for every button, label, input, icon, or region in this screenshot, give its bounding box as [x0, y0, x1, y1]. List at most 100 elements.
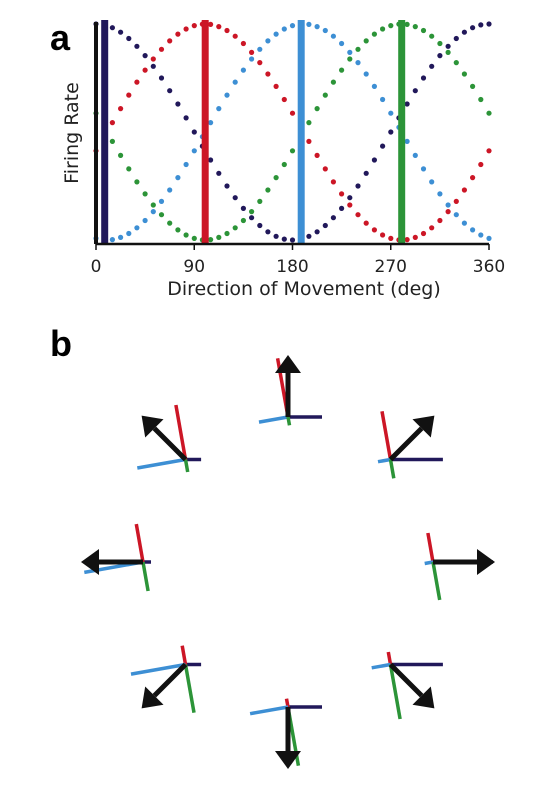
contribution-red	[174, 404, 188, 460]
curve-point	[437, 191, 443, 197]
curve-point	[453, 60, 459, 66]
contribution-blue	[371, 662, 391, 670]
curve-point	[453, 212, 459, 218]
curve-point	[257, 222, 263, 229]
curve-point	[420, 75, 427, 81]
curve-point	[445, 209, 451, 215]
curve-point	[158, 212, 165, 218]
curve-point	[191, 235, 197, 241]
curve-point	[118, 29, 124, 35]
curve-point	[175, 227, 181, 233]
curve-point	[175, 175, 181, 181]
curve-point	[388, 129, 394, 135]
curve-point	[371, 31, 377, 37]
curve-point	[142, 191, 148, 197]
curve-point	[257, 46, 263, 52]
population-vector-45	[377, 410, 443, 479]
curve-point	[281, 96, 287, 103]
curve-point	[150, 56, 156, 62]
curve-point	[478, 96, 484, 103]
curve-point	[478, 232, 484, 238]
curve-point	[150, 63, 156, 69]
curve-point	[420, 166, 427, 172]
population-vector-270	[249, 698, 322, 769]
curve-point	[126, 35, 132, 42]
curve-point	[273, 175, 279, 181]
curve-point	[216, 234, 222, 240]
curve-point	[158, 46, 165, 52]
curve-point	[355, 183, 361, 189]
curve-point	[314, 24, 320, 30]
curve-point	[371, 83, 377, 89]
curve-point	[412, 88, 418, 94]
curve-point	[191, 23, 197, 29]
panel-b-label: b	[50, 323, 72, 364]
curve-point	[380, 143, 386, 149]
curve-point	[461, 187, 467, 193]
x-tick-label: 90	[183, 257, 205, 277]
x-tick-label: 270	[375, 257, 407, 277]
curve-point	[265, 229, 271, 235]
curve-point	[363, 220, 369, 226]
curve-point	[347, 49, 353, 56]
curve-point	[208, 237, 214, 243]
contribution-red	[426, 532, 435, 563]
curve-point	[355, 60, 361, 66]
tuning-curves	[93, 21, 492, 243]
curve-point	[363, 38, 369, 44]
curve-point	[470, 25, 476, 31]
curve-point	[249, 215, 255, 221]
curve-point	[363, 170, 369, 176]
curve-point	[134, 179, 140, 185]
panel-a-label: a	[50, 17, 71, 58]
curve-point	[109, 120, 115, 126]
population-vector-135	[136, 404, 202, 473]
contribution-green	[183, 664, 196, 714]
x-tick-label: 0	[91, 257, 102, 277]
curve-point	[126, 92, 132, 98]
curve-point	[167, 88, 173, 94]
curve-point	[322, 166, 328, 172]
curve-point	[486, 235, 492, 241]
tuning-curve-navy	[93, 21, 492, 243]
curve-point	[109, 237, 115, 243]
curve-point	[429, 225, 435, 231]
curve-point	[388, 23, 394, 29]
curve-point	[429, 63, 435, 69]
curve-point	[306, 233, 312, 239]
contribution-red	[380, 410, 393, 460]
curve-point	[118, 106, 124, 112]
curve-point	[306, 120, 312, 126]
curve-point	[314, 229, 320, 235]
curve-point	[158, 75, 165, 81]
curve-point	[437, 53, 443, 59]
contribution-green	[431, 561, 442, 601]
curve-point	[224, 92, 230, 98]
population-vector-diagram	[81, 355, 495, 769]
curve-point	[314, 106, 320, 112]
curve-point	[216, 106, 222, 112]
curve-point	[404, 138, 410, 144]
contribution-blue	[249, 705, 289, 716]
curve-point	[265, 71, 271, 77]
curve-point	[273, 31, 279, 37]
curve-point	[380, 96, 386, 103]
curve-point	[109, 138, 115, 144]
curve-point	[183, 161, 189, 168]
curve-point	[486, 21, 492, 27]
contribution-blue	[258, 415, 289, 424]
contribution-red	[386, 651, 393, 665]
curve-point	[232, 225, 238, 231]
curve-point	[142, 217, 148, 224]
curve-point	[330, 33, 336, 39]
curve-point	[281, 236, 287, 242]
curve-point	[183, 26, 189, 32]
curve-point	[437, 217, 443, 224]
curve-point	[257, 60, 263, 66]
curve-point	[249, 56, 255, 62]
curve-point	[289, 110, 296, 116]
curve-point	[134, 79, 140, 85]
curve-point	[134, 225, 140, 231]
